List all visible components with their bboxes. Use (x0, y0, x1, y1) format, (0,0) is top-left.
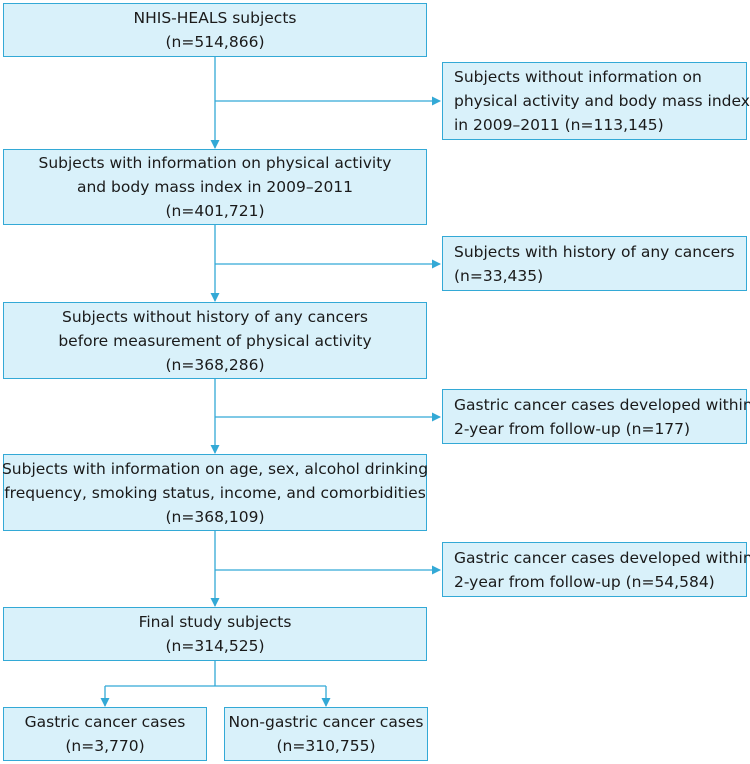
box-line: frequency, smoking status, income, and c… (4, 483, 426, 502)
box-line: (n=310,755) (276, 737, 376, 755)
box-line: physical activity and body mass index (454, 92, 750, 110)
box-line: (n=514,866) (165, 33, 265, 51)
main-box-info-physical-activity: Subjects with information on physical ac… (3, 149, 427, 225)
exclusion-arrowhead-3 (432, 565, 441, 575)
box-line: Final study subjects (138, 613, 292, 631)
flow-arrowhead-3 (210, 598, 220, 607)
box-line: (n=314,525) (165, 637, 265, 655)
box-line: before measurement of physical activity (58, 331, 372, 350)
box-line: 2-year from follow-up (n=54,584) (454, 572, 715, 591)
box-line: (n=401,721) (165, 202, 265, 220)
box-line: Subjects without information on (454, 68, 702, 86)
box-line: (n=368,109) (165, 507, 265, 526)
box-line: Subjects with information on physical ac… (38, 154, 392, 172)
exclusion-arrowhead-0 (432, 96, 441, 106)
box-line: Gastric cancer cases developed within (454, 395, 750, 414)
exclusion-arrowhead-2 (432, 412, 441, 422)
box-line: Gastric cancer cases (24, 713, 186, 731)
box-line: Subjects without history of any cancers (61, 307, 369, 326)
flow-arrowhead-1 (210, 293, 220, 302)
box-line: Gastric cancer cases developed within (454, 548, 750, 567)
box-line: (n=3,770) (65, 737, 145, 755)
flow-arrowhead-0 (210, 140, 220, 149)
split-right-arrowhead (321, 698, 331, 707)
box-line: (n=33,435) (454, 266, 544, 285)
box-line: and body mass index in 2009–2011 (76, 178, 354, 196)
main-box-final-subjects: Final study subjects (n=314,525) (3, 607, 427, 661)
box-line: NHIS-HEALS subjects (133, 9, 297, 27)
box-line: 2-year from follow-up (n=177) (454, 419, 691, 438)
exclusion-arrowhead-1 (432, 259, 441, 269)
flow-arrowhead-2 (210, 445, 220, 454)
side-box-excluded-missing-covariates: Gastric cancer cases developed within 2-… (442, 542, 750, 597)
box-line: Subjects with information on age, sex, a… (1, 459, 429, 478)
split-left-arrowhead (100, 698, 110, 707)
box-line: Non-gastric cancer cases (228, 713, 424, 731)
box-line: in 2009–2011 (n=113,145) (454, 116, 664, 134)
outcome-box-gastric-cancer: Gastric cancer cases (n=3,770) (3, 707, 207, 761)
side-box-excluded-early-cases: Gastric cancer cases developed within 2-… (442, 389, 750, 444)
side-box-excluded-no-info: Subjects without information on physical… (442, 62, 750, 140)
side-box-excluded-cancer-history: Subjects with history of any cancers (n=… (442, 236, 747, 291)
box-line: Subjects with history of any cancers (454, 242, 735, 261)
outcome-box-non-gastric-cancer: Non-gastric cancer cases (n=310,755) (224, 707, 428, 761)
main-box-nhis-heals: NHIS-HEALS subjects (n=514,866) (3, 3, 427, 57)
main-box-no-cancer-history: Subjects without history of any cancers … (3, 302, 427, 379)
box-line: (n=368,286) (165, 355, 265, 374)
main-box-covariates: Subjects with information on age, sex, a… (1, 454, 429, 531)
